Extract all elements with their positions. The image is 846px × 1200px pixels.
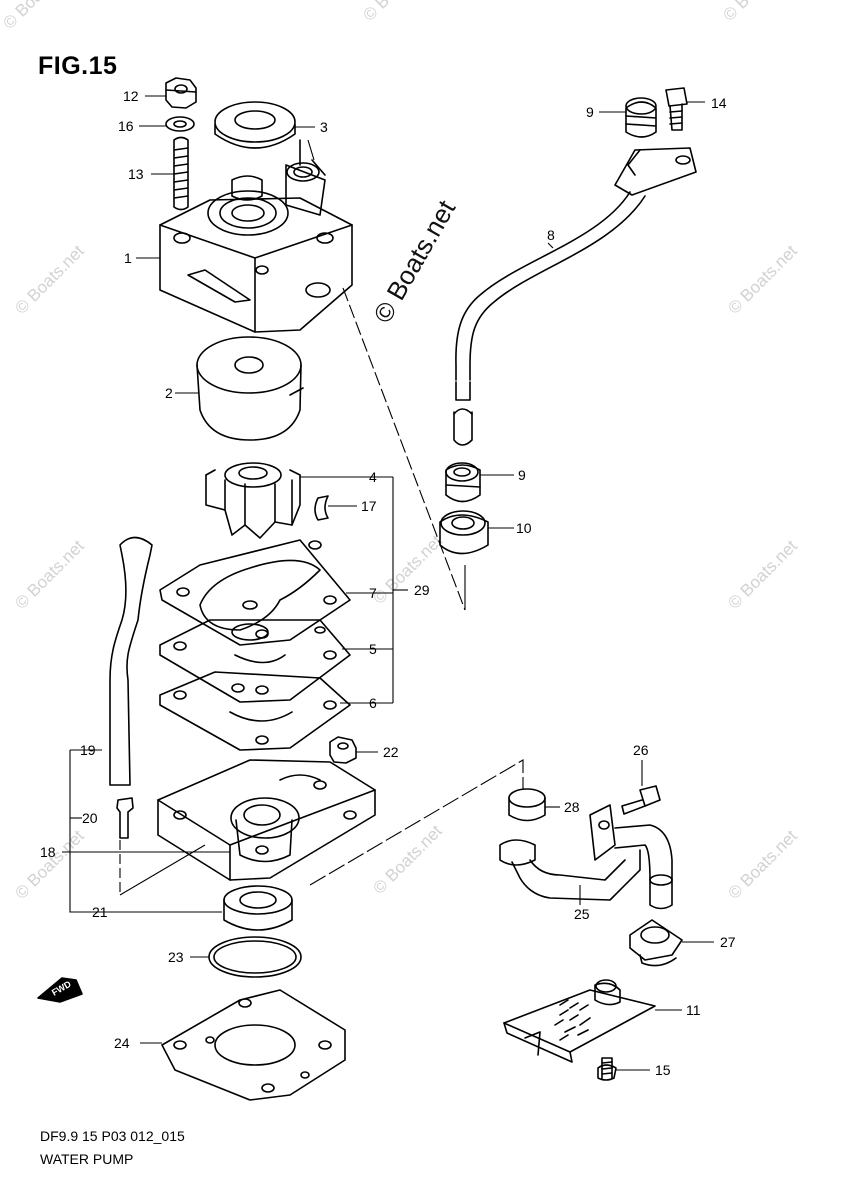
callout-1: 1 xyxy=(124,250,132,266)
watermark: © Boats.net xyxy=(724,826,801,903)
pump-case-1 xyxy=(159,139,353,333)
callout-8: 8 xyxy=(547,227,555,243)
fwd-arrow-icon xyxy=(37,977,83,1003)
callout-9: 9 xyxy=(586,104,594,120)
watermark: © Boats.net xyxy=(0,0,76,33)
watermark: © Boats.net xyxy=(719,0,796,25)
screw-15 xyxy=(597,1057,617,1081)
washer-16 xyxy=(165,116,195,132)
water-tube-8 xyxy=(453,147,697,446)
o-ring-23 xyxy=(208,936,302,978)
seal-3 xyxy=(214,101,296,149)
watermark: © Boats.net xyxy=(369,531,446,608)
pipe-25 xyxy=(499,804,673,910)
gasket-6 xyxy=(159,671,351,751)
callout-6: 6 xyxy=(369,695,377,711)
watermark: © Boats.net xyxy=(724,241,801,318)
callout-7: 7 xyxy=(369,585,377,601)
callout-labels: 12 16 13 1 3 9 14 8 2 4 17 9 10 7 29 5 6… xyxy=(40,88,736,1078)
cap-27 xyxy=(629,919,683,967)
leader-lines xyxy=(62,95,714,1071)
callout-16: 16 xyxy=(118,118,134,134)
impeller-4 xyxy=(205,462,301,539)
callout-5: 5 xyxy=(369,641,377,657)
plate-5 xyxy=(159,619,351,703)
stud-13 xyxy=(173,136,189,211)
grommet-9-top xyxy=(625,97,657,138)
callout-11: 11 xyxy=(686,1002,701,1018)
callout-18: 18 xyxy=(40,844,56,860)
callout-20: 20 xyxy=(82,810,98,826)
callout-22: 22 xyxy=(383,744,399,760)
callout-26: 26 xyxy=(633,742,649,758)
watermark: © Boats.net xyxy=(11,826,88,903)
impeller-housing-2 xyxy=(196,336,304,441)
callout-19: 19 xyxy=(80,742,96,758)
callout-13: 13 xyxy=(128,166,144,182)
seal-21 xyxy=(223,885,293,931)
callout-21: 21 xyxy=(92,904,108,920)
callout-28: 28 xyxy=(564,799,580,815)
callout-24: 24 xyxy=(114,1035,130,1051)
figure-name: WATER PUMP xyxy=(40,1151,134,1167)
bolt-26 xyxy=(621,785,661,815)
watermark: © Boats.net xyxy=(724,536,801,613)
callout-3: 3 xyxy=(320,119,328,135)
grommet-28 xyxy=(508,788,546,822)
watermark: © Boats.net xyxy=(11,536,88,613)
lower-plate-18 xyxy=(157,759,376,881)
nozzle-20 xyxy=(116,797,134,839)
nut-12 xyxy=(165,77,197,109)
grommet-9-mid xyxy=(445,462,481,503)
callout-9: 9 xyxy=(518,467,526,483)
gasket-24 xyxy=(161,989,346,1101)
watermark-layer: © Boats.net © Boats.net © Boats.net © Bo… xyxy=(0,0,801,903)
callout-27: 27 xyxy=(720,934,736,950)
callout-29: 29 xyxy=(414,582,430,598)
watermark: © Boats.net xyxy=(359,0,436,25)
figure-title: FIG.15 xyxy=(38,52,118,80)
callout-10: 10 xyxy=(516,520,532,536)
watermark: © Boats.net xyxy=(11,241,88,318)
screen-11 xyxy=(503,979,656,1063)
callout-17: 17 xyxy=(361,498,377,514)
callout-23: 23 xyxy=(168,949,184,965)
tube-19 xyxy=(109,536,153,786)
watermark-main: © Boats.net xyxy=(367,194,461,328)
callout-4: 4 xyxy=(369,469,377,485)
bolt-14 xyxy=(665,87,688,131)
key-17 xyxy=(314,495,329,521)
grommet-10 xyxy=(439,510,489,555)
callout-14: 14 xyxy=(711,95,727,111)
gasket-7 xyxy=(159,539,351,646)
figure-code: DF9.9 15 P03 012_015 xyxy=(40,1128,185,1144)
watermark: © Boats.net xyxy=(369,821,446,898)
callout-25: 25 xyxy=(574,906,590,922)
nut-22 xyxy=(329,736,357,764)
callout-2: 2 xyxy=(165,385,173,401)
callout-12: 12 xyxy=(123,88,139,104)
callout-15: 15 xyxy=(655,1062,671,1078)
